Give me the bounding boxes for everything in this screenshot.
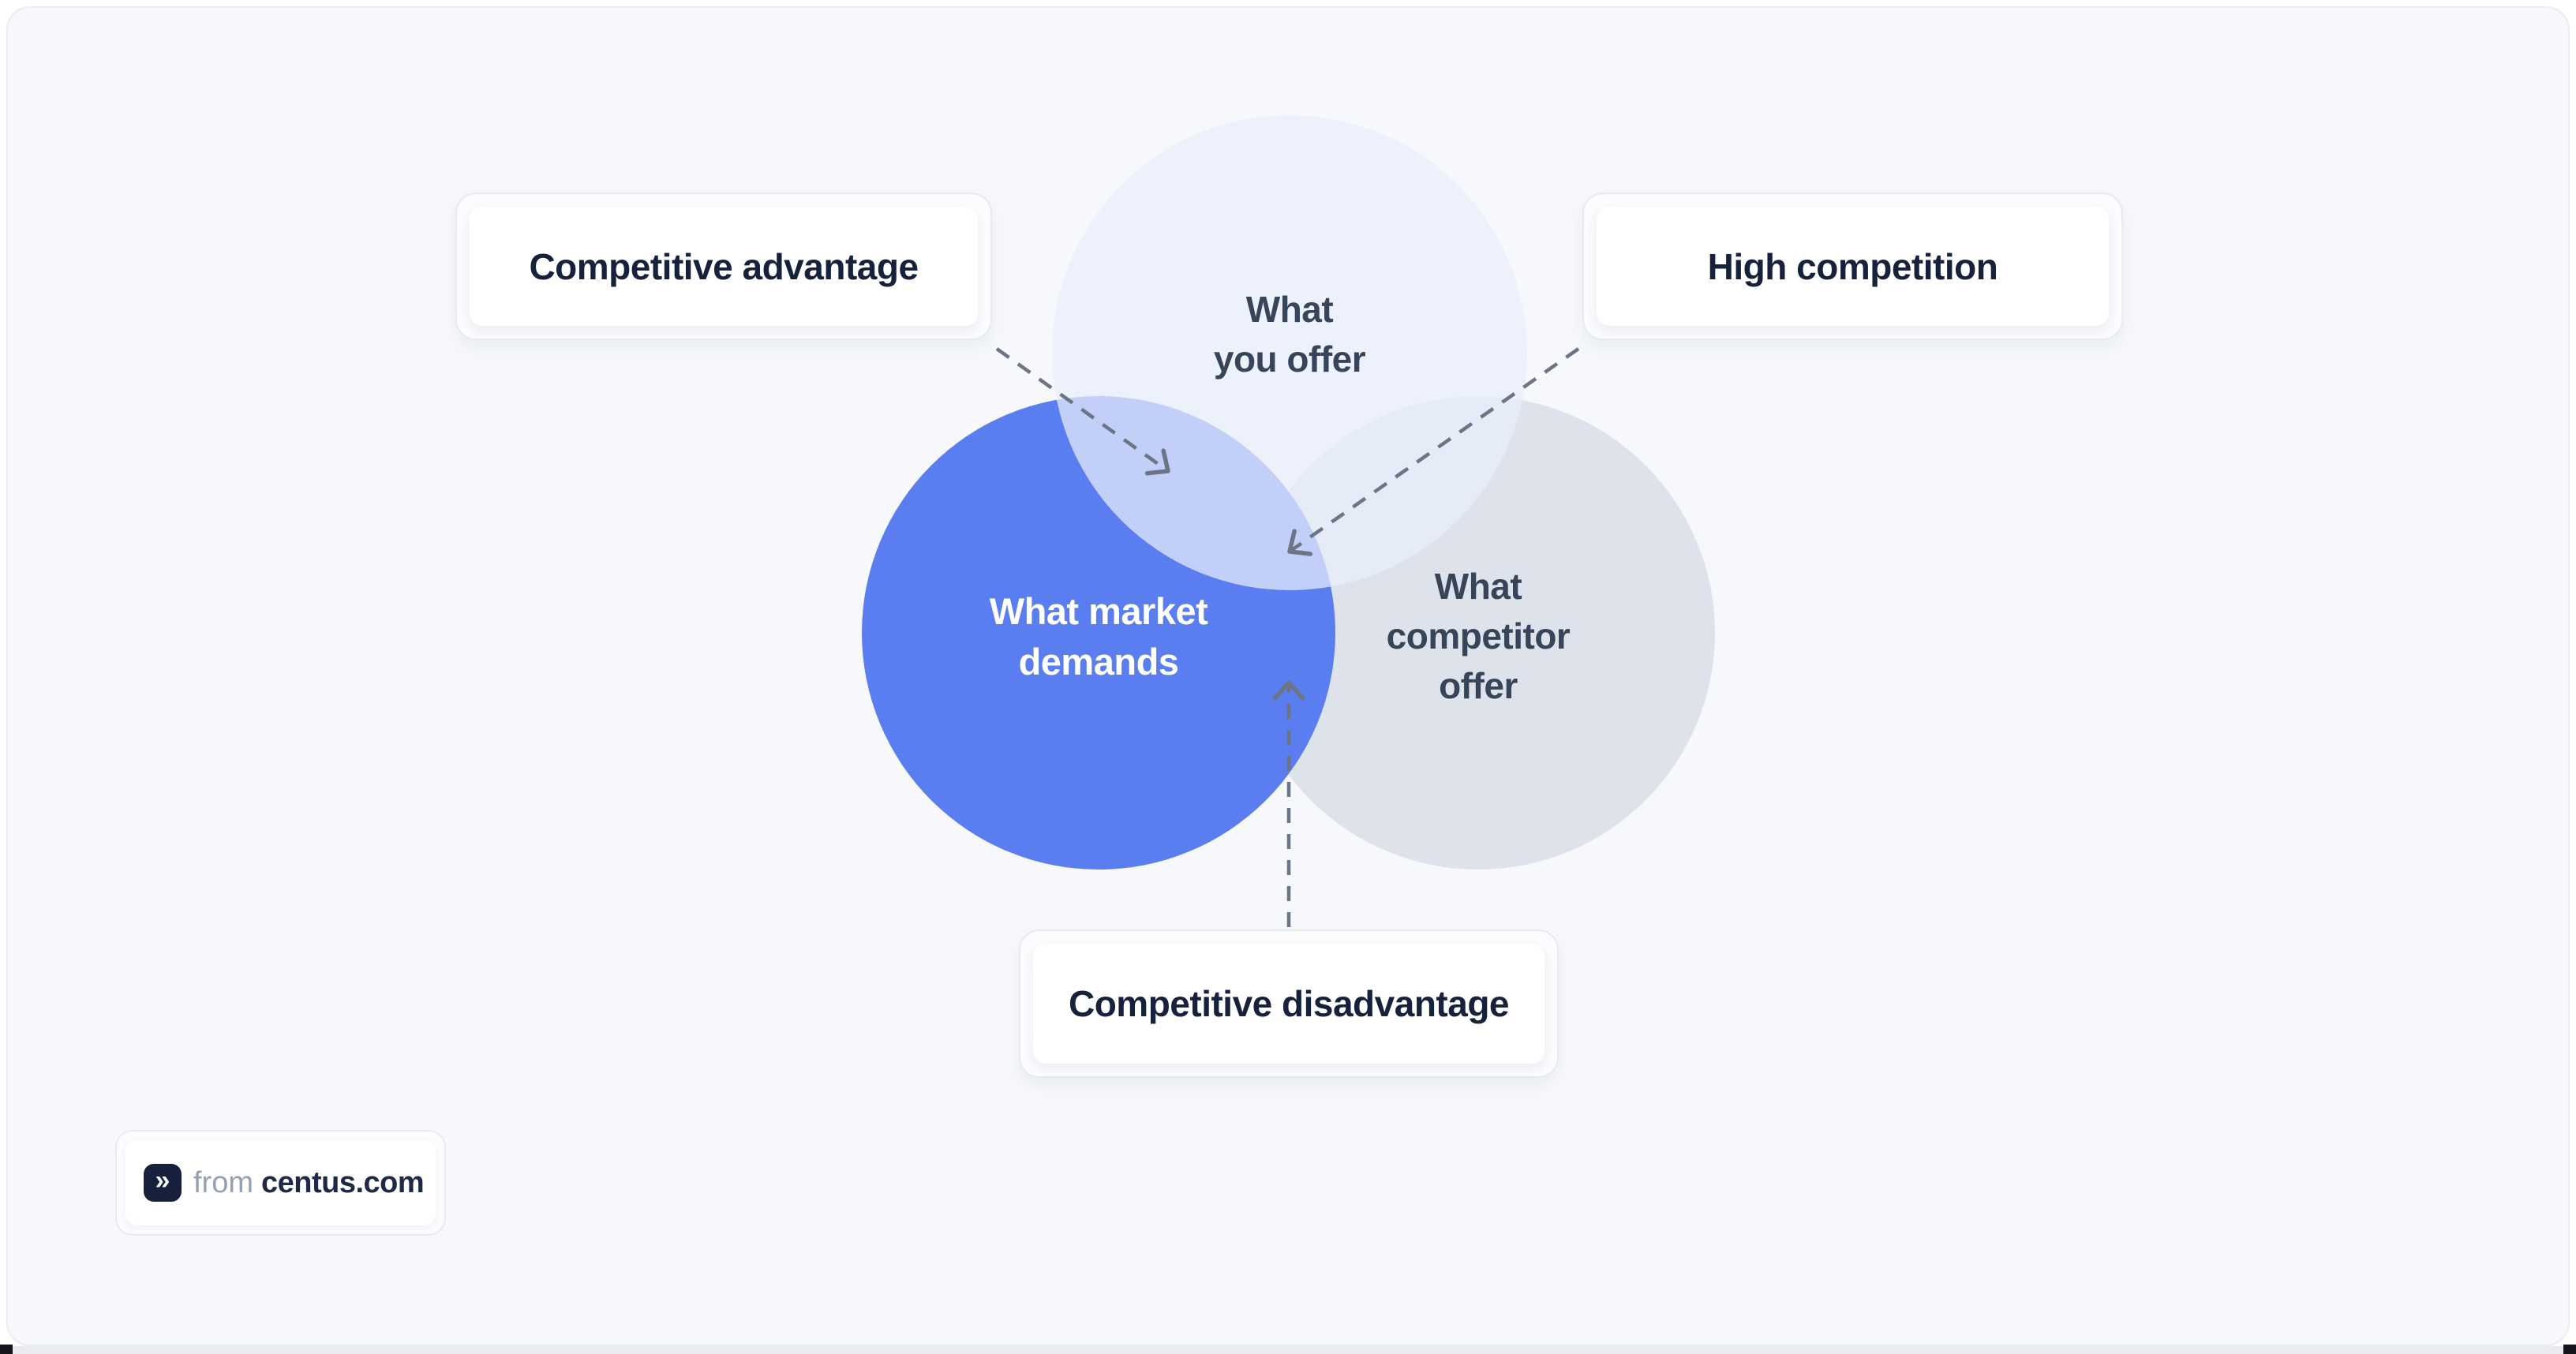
attribution-site-link[interactable]: centus.com bbox=[261, 1165, 425, 1199]
circle-label-what-you-offer: What you offer bbox=[1092, 285, 1487, 384]
circle-label-line: competitor bbox=[1386, 615, 1571, 656]
bottom-left-corner-artifact bbox=[0, 1345, 13, 1354]
callout-label: Competitive disadvantage bbox=[1033, 944, 1544, 1064]
callout-card-competitive-disadvantage: Competitive disadvantage bbox=[1019, 929, 1559, 1078]
callout-label: High competition bbox=[1597, 207, 2109, 326]
circle-label-line: demands bbox=[1018, 641, 1179, 683]
circle-label-line: What market bbox=[989, 590, 1208, 632]
circle-label-what-competitor-offer: What competitor offer bbox=[1281, 562, 1676, 711]
circle-label-line: What bbox=[1245, 289, 1334, 330]
callout-card-competitive-advantage: Competitive advantage bbox=[455, 193, 992, 340]
callout-label: Competitive advantage bbox=[470, 207, 978, 326]
circle-label-line: you offer bbox=[1213, 338, 1366, 380]
bottom-right-corner-artifact bbox=[2563, 1345, 2576, 1354]
double-chevron-glyph: » bbox=[155, 1165, 170, 1195]
double-chevron-right-icon: » bbox=[144, 1164, 182, 1202]
bottom-page-strip bbox=[0, 1346, 2576, 1354]
attribution-prefix: from bbox=[193, 1165, 253, 1199]
circle-label-what-market-demands: What market demands bbox=[901, 586, 1296, 687]
circle-label-line: offer bbox=[1439, 665, 1518, 706]
callout-card-high-competition: High competition bbox=[1582, 193, 2123, 340]
circle-label-line: What bbox=[1434, 566, 1522, 607]
